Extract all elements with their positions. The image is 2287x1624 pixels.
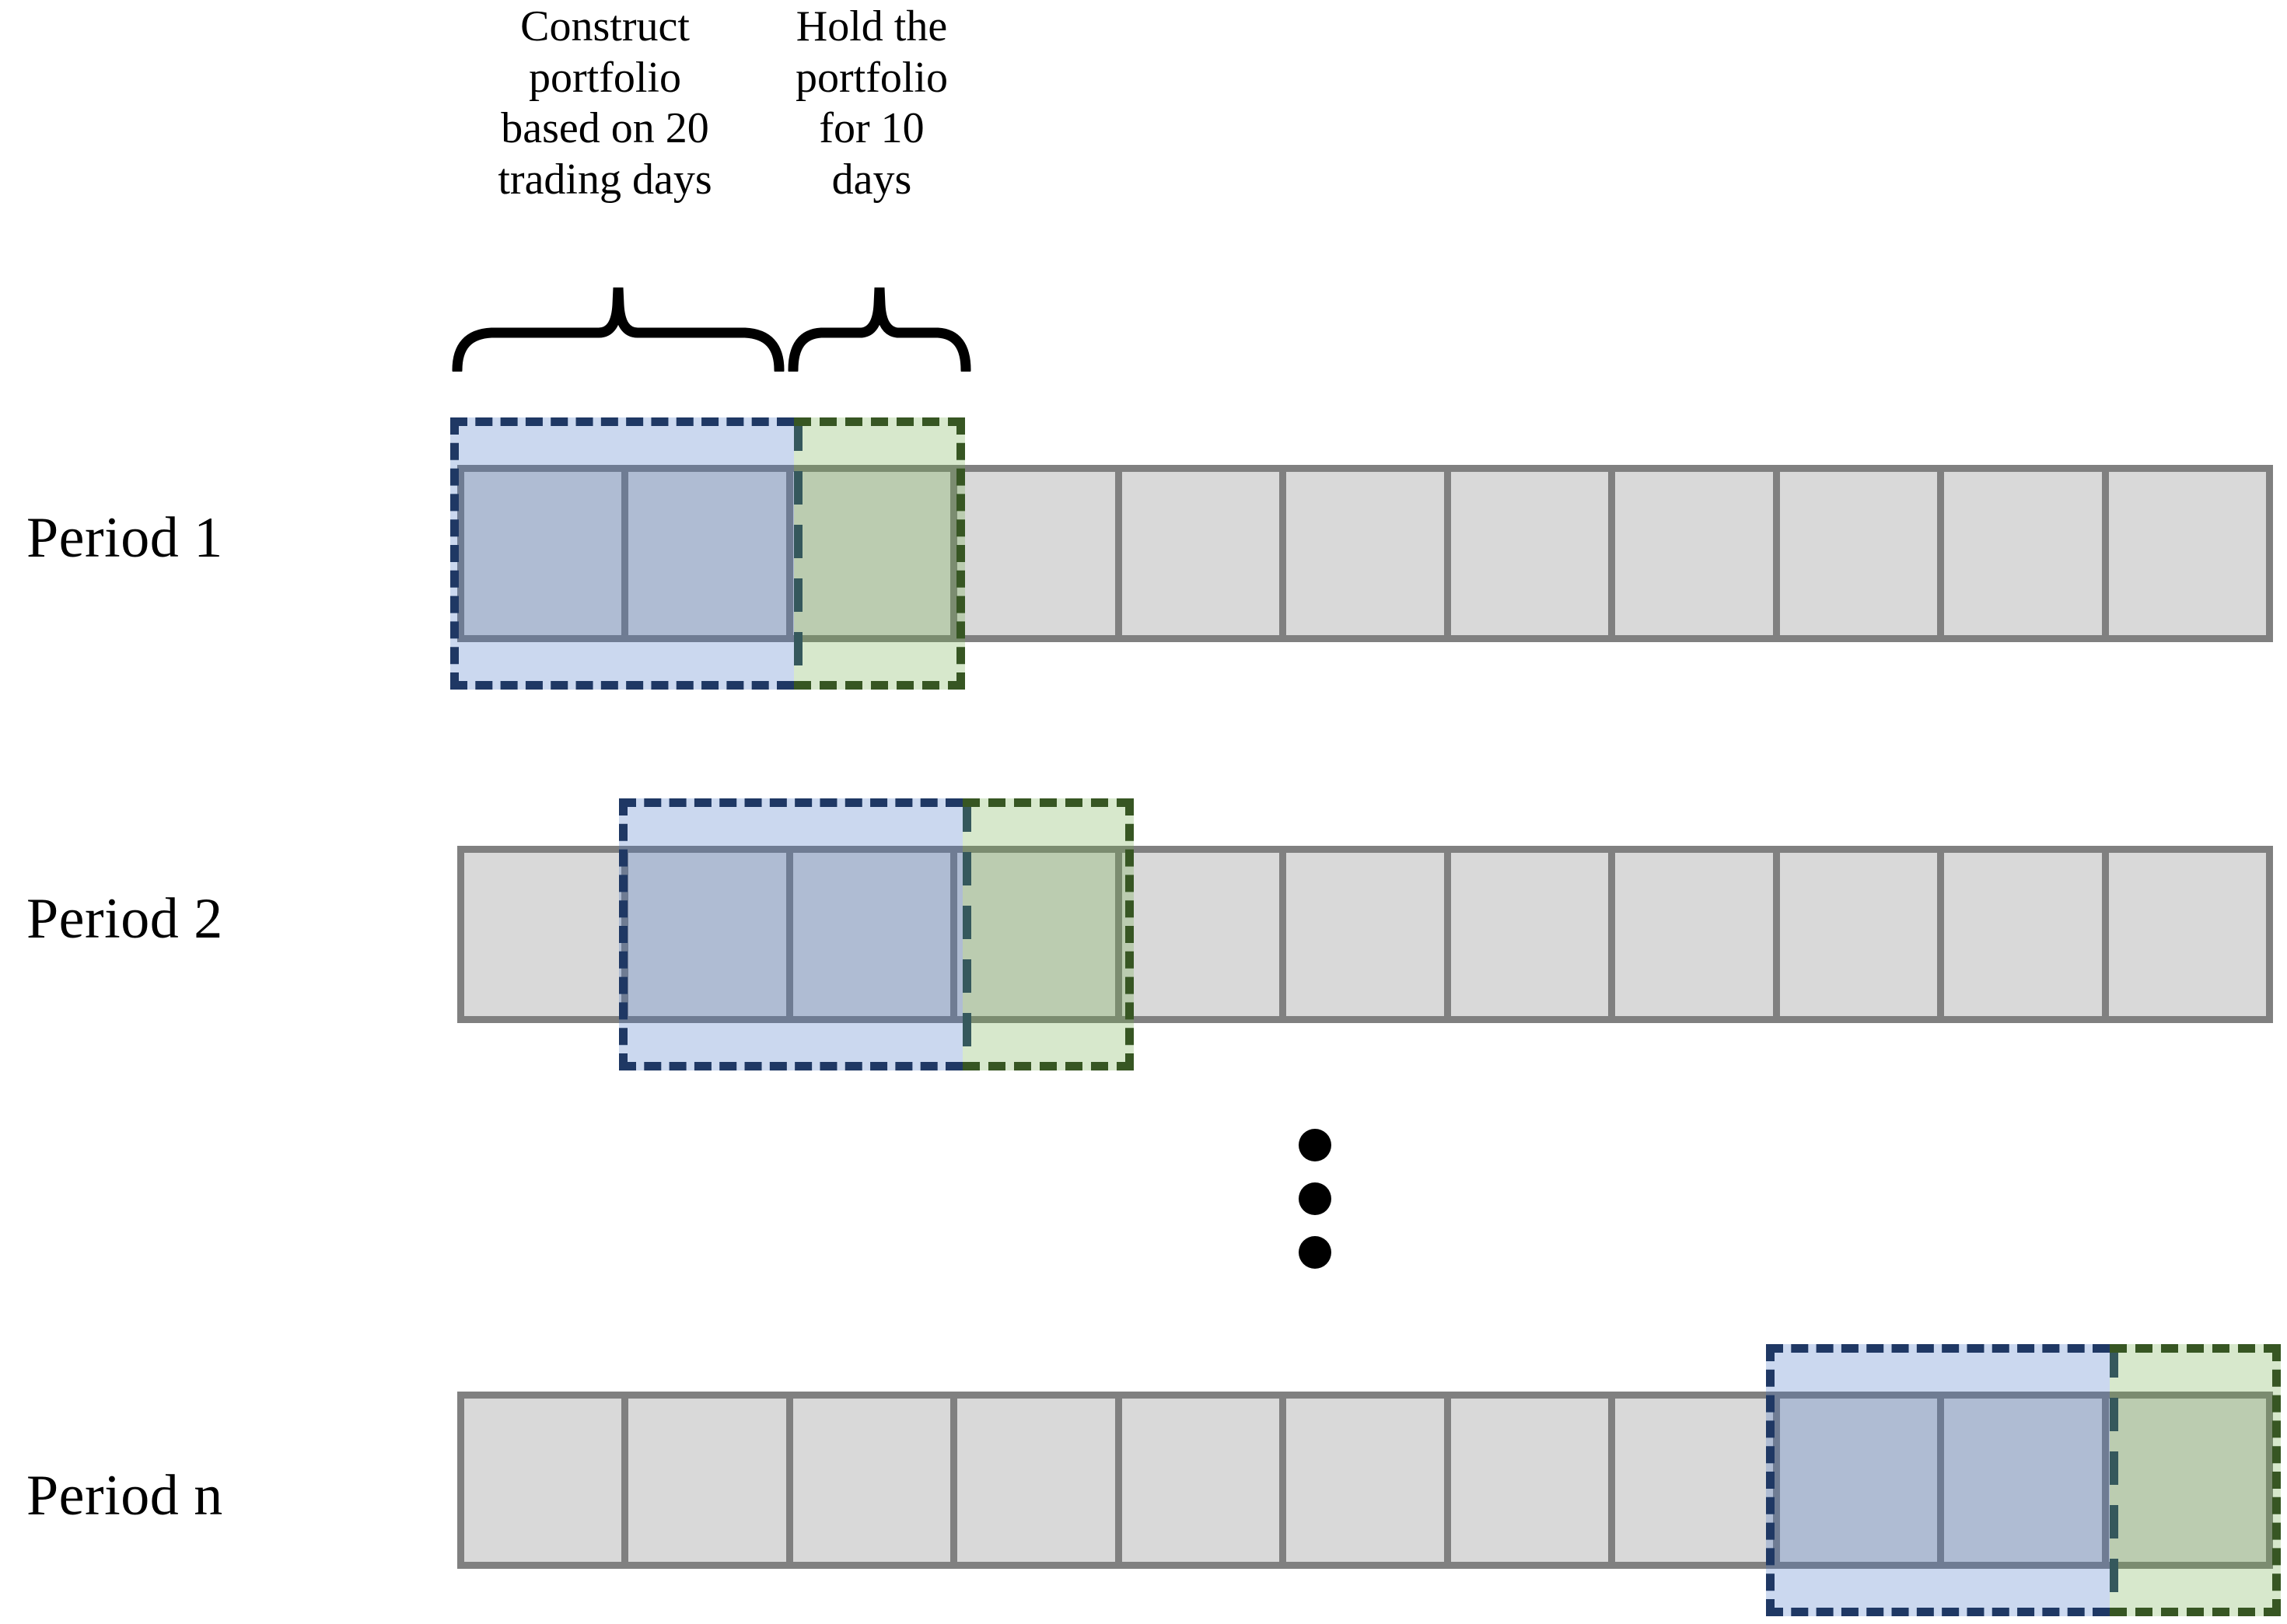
timeline-cell[interactable] [1615, 1399, 1780, 1562]
period-label-2: Period 2 [26, 887, 223, 951]
timeline-cell[interactable] [1450, 1399, 1616, 1562]
ellipsis-dot [1299, 1236, 1331, 1269]
timeline-cell[interactable] [464, 1399, 629, 1562]
timeline-cell[interactable] [957, 472, 1122, 635]
timeline-cell[interactable] [1286, 853, 1451, 1016]
construct-window-brace [452, 287, 785, 372]
timeline-cell[interactable] [628, 1399, 793, 1562]
timeline-cell[interactable] [1286, 472, 1451, 635]
timeline-cell[interactable] [1615, 472, 1780, 635]
timeline-cell[interactable] [1615, 853, 1780, 1016]
hold-window-brace [788, 287, 971, 372]
timeline-cell[interactable] [1121, 853, 1287, 1016]
timeline-cell[interactable] [2108, 472, 2266, 635]
timeline-cell[interactable] [1944, 472, 2109, 635]
timeline-cell[interactable] [464, 853, 629, 1016]
timeline-cell[interactable] [1121, 1399, 1287, 1562]
timeline-cell[interactable] [1779, 853, 1945, 1016]
period-label-1: Period 1 [26, 506, 223, 570]
timeline-cell[interactable] [628, 853, 793, 1016]
timeline-row-period-n [457, 1392, 2273, 1569]
timeline-cell[interactable] [1121, 472, 1287, 635]
timeline-cell[interactable] [1450, 853, 1616, 1016]
timeline-cell[interactable] [2108, 853, 2266, 1016]
hold-portfolio-caption: Hold the portfolio for 10 days [796, 2, 948, 204]
timeline-cell[interactable] [1286, 1399, 1451, 1562]
vertical-ellipsis-icon [1297, 1129, 1333, 1269]
timeline-cell[interactable] [1779, 1399, 1945, 1562]
timeline-cell[interactable] [792, 853, 958, 1016]
timeline-cell[interactable] [957, 1399, 1122, 1562]
timeline-cell[interactable] [957, 853, 1122, 1016]
period-label-n: Period n [26, 1464, 223, 1528]
timeline-cell[interactable] [464, 472, 629, 635]
timeline-cell[interactable] [628, 472, 793, 635]
construct-portfolio-caption: Construct portfolio based on 20 trading … [498, 2, 712, 204]
ellipsis-dot [1299, 1129, 1331, 1161]
timeline-cell[interactable] [792, 1399, 958, 1562]
timeline-cell[interactable] [1944, 1399, 2109, 1562]
timeline-cell[interactable] [1779, 472, 1945, 635]
timeline-row-period-2 [457, 846, 2273, 1023]
timeline-cell[interactable] [1450, 472, 1616, 635]
timeline-cell[interactable] [1944, 853, 2109, 1016]
timeline-row-period-1 [457, 465, 2273, 642]
timeline-cell[interactable] [792, 472, 958, 635]
timeline-cell[interactable] [2108, 1399, 2266, 1562]
ellipsis-dot [1299, 1182, 1331, 1215]
